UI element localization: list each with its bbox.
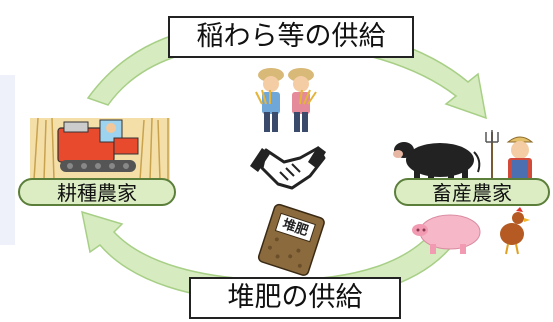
rice-straw-supply-label: 稲わら等の供給 <box>168 16 414 58</box>
chicken-icon <box>500 207 530 255</box>
livestock-farmer-icon <box>485 130 534 182</box>
farmers-with-rice-icon <box>255 68 317 132</box>
pig-icon <box>412 214 481 254</box>
combine-harvester-icon <box>30 117 170 181</box>
compost-bag-icon: 堆肥 <box>257 203 325 276</box>
handshake-icon <box>250 146 326 190</box>
compost-supply-label: 堆肥の供給 <box>189 277 401 319</box>
crop-farmer-node: 耕種農家 <box>18 178 176 206</box>
side-panel-strip <box>0 75 15 245</box>
livestock-farmer-node: 畜産農家 <box>394 178 550 206</box>
compost-bag-label: 堆肥 <box>281 216 311 239</box>
